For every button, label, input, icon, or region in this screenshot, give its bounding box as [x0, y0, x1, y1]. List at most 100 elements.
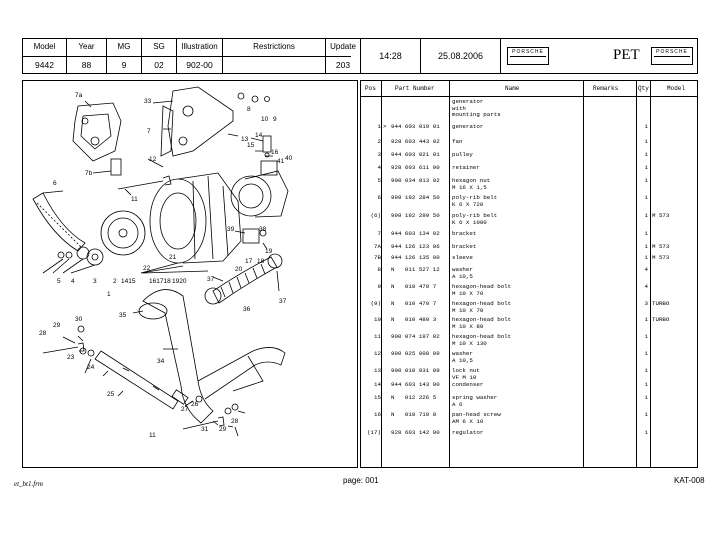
- row-qty: 1: [644, 350, 648, 357]
- callout: 15: [247, 142, 255, 149]
- row-name: sleeve: [452, 254, 473, 261]
- row-part-number: 900 010 031 09: [391, 367, 440, 374]
- row-name: fan: [452, 138, 463, 145]
- callout: 29: [53, 322, 61, 329]
- callout: 31: [201, 426, 209, 433]
- parts-list: Pos Part Number Name Remarks Qty Model g…: [360, 80, 698, 468]
- callout: 20: [235, 266, 243, 273]
- row-pos: 7B: [374, 254, 381, 261]
- restrictions-cell: Restrictions: [223, 39, 326, 73]
- row-qty: 1: [644, 212, 648, 219]
- row-part-number: 999 192 284 50: [391, 194, 440, 201]
- callout: 36: [243, 306, 251, 313]
- model-cell: Model 9442: [23, 39, 67, 73]
- callout: 24: [87, 364, 95, 371]
- row-qty: 1: [644, 138, 648, 145]
- col-part-number: Part Number: [395, 85, 435, 92]
- callout: 2: [113, 278, 117, 285]
- callout: 38: [259, 226, 267, 233]
- col-qty: Qty: [638, 85, 649, 92]
- row-name: hexagon nut M 16 X 1,5: [452, 177, 491, 191]
- row-qty: 1: [644, 177, 648, 184]
- row-part-number: 900 034 013 02: [391, 177, 440, 184]
- callout: 37: [207, 276, 215, 283]
- date-cell: 25.08.2006: [421, 39, 501, 73]
- row-name: condenser: [452, 381, 484, 388]
- update-cell: Update 203: [326, 39, 361, 73]
- row-part-number: 928 603 611 00: [391, 164, 440, 171]
- row-qty: 1: [644, 123, 648, 130]
- callout: 39: [227, 226, 235, 233]
- callout: 7b: [85, 170, 93, 177]
- row-part-number: 944 126 123 06: [391, 243, 440, 250]
- callout: 19: [265, 248, 273, 255]
- row-part-number: 900 074 197 02: [391, 333, 440, 340]
- row-pos: 2: [377, 138, 381, 145]
- row-name: hexagon-head bolt M 10 X 130: [452, 333, 512, 347]
- model-label: Model: [33, 42, 56, 51]
- row-part-number: 944 603 021 01: [391, 151, 440, 158]
- row-pos: 10: [374, 316, 381, 323]
- row-pos: 11: [374, 333, 381, 340]
- row-qty: 1: [644, 194, 648, 201]
- row-part-number: N 011 527 12: [391, 266, 440, 273]
- row-pos: 6: [377, 194, 381, 201]
- callout: 41: [277, 158, 285, 165]
- callout: 10: [261, 116, 269, 123]
- page-number: page: 001: [343, 476, 379, 485]
- row-pos: 1: [377, 123, 381, 130]
- sg-value: 02: [154, 60, 164, 70]
- col-divider: [583, 81, 584, 467]
- row-qty: 3: [644, 300, 648, 307]
- sg-cell: SG 02: [142, 39, 177, 73]
- callout: 7: [147, 128, 151, 135]
- row-qty: 1: [644, 316, 648, 323]
- row-pos: 9: [377, 283, 381, 290]
- row-part-number: 944 603 143 00: [391, 381, 440, 388]
- row-name: generator: [452, 123, 484, 130]
- col-divider: [650, 81, 651, 467]
- callout: 30: [75, 316, 83, 323]
- callout: 25: [107, 391, 115, 398]
- callout: 21: [169, 254, 177, 261]
- callout: 40: [285, 155, 293, 162]
- row-pos: 16: [374, 411, 381, 418]
- row-name: generator with mounting parts: [452, 98, 501, 118]
- col-divider: [636, 81, 637, 467]
- row-model: M 573: [652, 212, 670, 219]
- row-name: hexagon-head bolt M 10 X 70: [452, 300, 512, 314]
- callout: 22: [143, 265, 151, 272]
- callout: 28: [39, 330, 47, 337]
- callout: 9: [273, 116, 277, 123]
- callout: 6: [53, 180, 57, 187]
- col-divider: [449, 81, 450, 467]
- porsche-logo-right: PORSCHE: [651, 47, 693, 65]
- generator-illustration: 7a 33 8 10 9 7 13 14 15 16 41 40 12 6 7b…: [32, 86, 293, 439]
- callout: 13: [241, 136, 249, 143]
- time-cell: 14:28: [361, 39, 421, 73]
- row-part-number: 944 603 134 02: [391, 230, 440, 237]
- row-part-number: N 010 710 8: [391, 411, 437, 418]
- row-qty: 1: [644, 429, 648, 436]
- mg-label: MG: [117, 42, 131, 51]
- app-title: PET: [613, 47, 640, 63]
- illustration-value: 902-00: [186, 60, 213, 70]
- callout: 7a: [75, 92, 83, 99]
- parts-list-header: Pos Part Number Name Remarks Qty Model: [361, 81, 697, 97]
- callout: 29: [219, 426, 227, 433]
- col-model: Model: [667, 85, 686, 92]
- row-name: hexagon-head bolt M 10 X 80: [452, 316, 512, 330]
- callout: 16: [271, 149, 279, 156]
- row-name: spring washer A 6: [452, 394, 498, 408]
- row-pos: 14: [374, 381, 381, 388]
- row-pos: 7: [377, 230, 381, 237]
- exploded-view-diagram: 7a 33 8 10 9 7 13 14 15 16 41 40 12 6 7b…: [22, 80, 358, 468]
- callout: 1920: [172, 278, 187, 285]
- row-name: washer A 10,5: [452, 266, 473, 280]
- row-pos: (9): [370, 300, 381, 307]
- row-model: M 573: [652, 243, 670, 250]
- year-cell: Year 88: [67, 39, 107, 73]
- row-qty: 4: [644, 266, 648, 273]
- row-name: poly-rib belt K 6 X 1000: [452, 212, 498, 226]
- callout: 3: [93, 278, 97, 285]
